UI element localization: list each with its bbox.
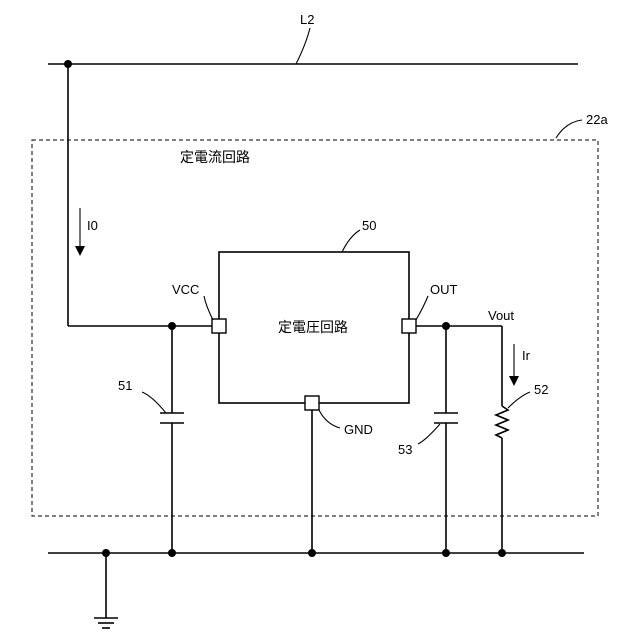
- pin-gnd-label: GND: [344, 422, 373, 437]
- pin-out-label: OUT: [430, 282, 458, 297]
- block-title: 定電流回路: [180, 150, 250, 166]
- cap53-rail-junction: [442, 549, 450, 557]
- regulator-ref-label: 50: [362, 218, 376, 233]
- pin-vcc-terminal: [212, 319, 226, 333]
- pin-out-terminal: [402, 319, 416, 333]
- cap53-label: 53: [398, 442, 412, 457]
- current-i0-arrow-head: [75, 246, 85, 256]
- gnd-rail-junction: [308, 549, 316, 557]
- resistor-rail-junction: [498, 549, 506, 557]
- pin-vcc-label: VCC: [172, 282, 199, 297]
- cap53-leader: [418, 424, 440, 444]
- resistor-leader: [508, 392, 530, 408]
- regulator-name: 定電圧回路: [278, 320, 348, 336]
- pin-vcc-leader: [204, 296, 213, 320]
- block-ref-leader: [556, 120, 582, 138]
- pin-out-leader: [416, 296, 428, 320]
- earth-ground-icon: [94, 553, 118, 628]
- cap51-leader: [142, 392, 166, 413]
- resistor-label: 52: [534, 382, 548, 397]
- current-ir-label: Ir: [522, 348, 531, 363]
- current-i0-label: I0: [87, 218, 98, 233]
- pin-gnd-terminal: [305, 396, 319, 410]
- vout-label: Vout: [488, 308, 514, 323]
- l2-leader: [296, 28, 310, 64]
- current-ir-arrow-head: [509, 376, 519, 386]
- resistor-52-zigzag: [496, 406, 508, 438]
- regulator-ref-leader: [342, 230, 360, 252]
- cap51-rail-junction: [168, 549, 176, 557]
- pin-gnd-leader: [319, 410, 340, 428]
- cap51-label: 51: [118, 378, 132, 393]
- block-ref-label: 22a: [586, 112, 608, 127]
- l2-label: L2: [300, 12, 314, 27]
